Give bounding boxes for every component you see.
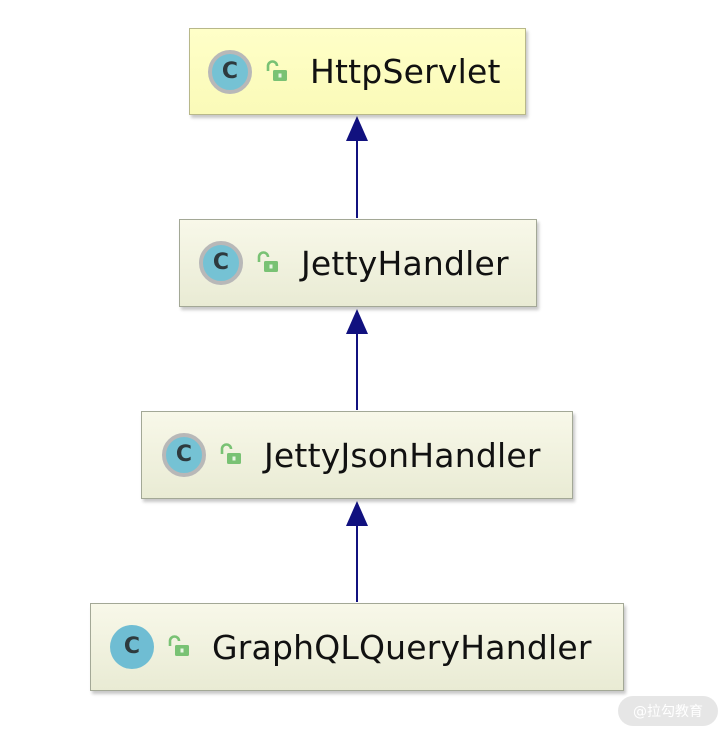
abstract-class-icon: C — [208, 49, 252, 94]
watermark: @拉勾教育 — [618, 696, 718, 726]
unlocked-public-icon — [168, 635, 189, 656]
unlocked-public-icon — [257, 251, 278, 272]
arrow-jettyjsonhandler-to-jettyhandler — [346, 309, 368, 410]
abstract-class-icon: C — [199, 241, 243, 285]
class-box-httpservlet[interactable]: C HttpServlet — [189, 28, 526, 115]
class-name: JettyHandler — [301, 243, 509, 283]
class-name: HttpServlet — [310, 52, 501, 91]
class-name: JettyJsonHandler — [264, 435, 541, 475]
class-name: GraphQLQueryHandler — [212, 627, 592, 667]
arrow-jettyhandler-to-httpservlet — [346, 116, 368, 218]
arrow-graphqlqueryhandler-to-jettyjsonhandler — [346, 501, 368, 602]
unlocked-public-icon — [220, 443, 241, 464]
unlocked-public-icon — [266, 59, 287, 81]
class-box-graphqlqueryhandler[interactable]: C GraphQLQueryHandler — [90, 603, 624, 691]
class-box-jettyhandler[interactable]: C JettyHandler — [179, 219, 537, 307]
class-box-jettyjsonhandler[interactable]: C JettyJsonHandler — [141, 411, 573, 499]
abstract-class-icon: C — [162, 433, 206, 477]
class-icon: C — [110, 625, 154, 669]
